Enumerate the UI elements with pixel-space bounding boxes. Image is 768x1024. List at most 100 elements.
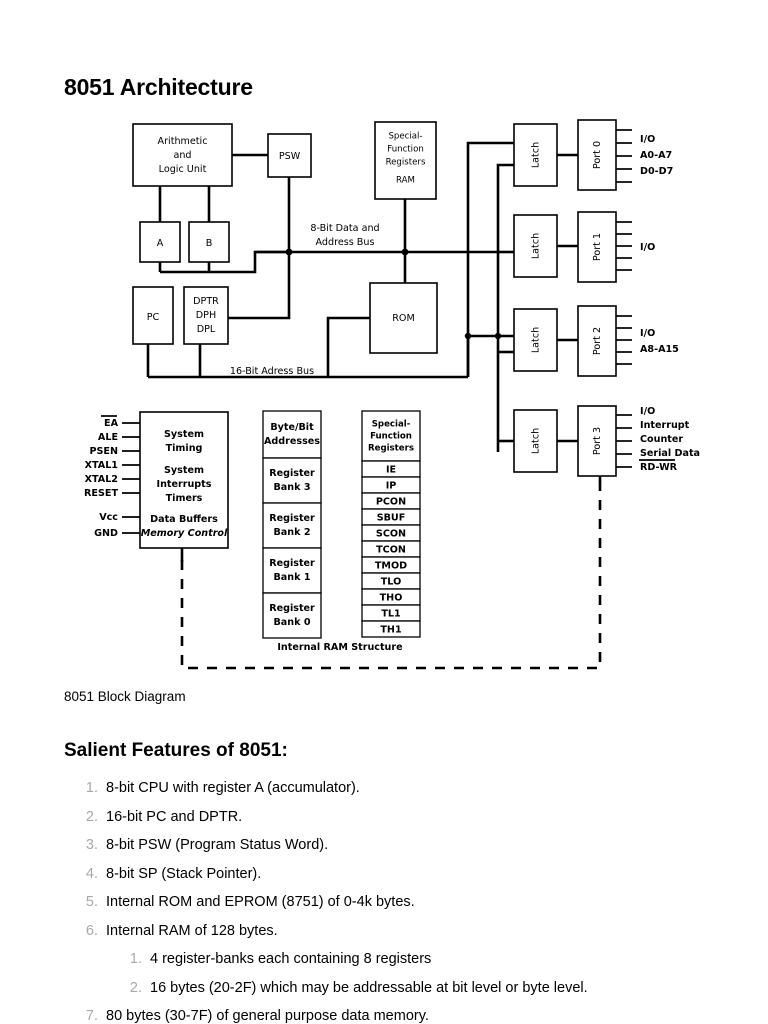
block-diagram: Arithmetic and Logic Unit PSW A B [84,119,700,670]
port-0-io-labels: I/O A0-A7 D0-D7 [640,134,673,177]
sfr-header-line2: Function [370,432,412,442]
system-line3: System [164,465,204,476]
block-latch-1: Latch [513,214,558,278]
sfr-reg-3: SBUF [377,513,406,524]
latch-3-label: Latch [531,428,542,454]
alu-label-line2: and [173,150,191,161]
pin-label-4: XTAL2 [85,474,118,485]
system-timing-pin-labels: EA ALE PSEN XTAL1 XTAL2 RESET Vcc GND [84,415,119,539]
system-line6: Data Buffers [150,514,218,525]
register-b-label: B [206,238,213,249]
system-line4: Interrupts [157,479,212,490]
sfr-reg-2: PCON [376,497,406,508]
block-system-timing: System Timing System Interrupts Timers D… [139,411,229,549]
bank-1-line2: Bank 1 [273,572,310,583]
port-2-label: Port 2 [592,327,603,355]
list-item: Internal RAM of 128 bytes. 4 register-ba… [102,923,704,996]
wire-dptr-bus [228,252,291,320]
byte-bit-line2: Addresses [264,436,320,447]
sfr-header-line3: Registers [368,444,414,454]
dptr-label-line3: DPL [197,324,216,335]
block-rom: ROM [369,282,438,354]
port1-pins [616,221,632,271]
port3-io-2: Counter [640,434,683,445]
junction-riser-outer [464,332,472,340]
block-alu: Arithmetic and Logic Unit [132,123,233,187]
register-a-label: A [157,238,164,249]
block-dptr: DPTR DPH DPL [183,286,229,345]
block-latch-2: Latch [513,308,558,372]
list-item: 16-bit PC and DPTR. [102,809,704,825]
latch-1-label: Latch [531,233,542,259]
block-register-b: B [188,221,230,263]
block-port-2: Port 2 [577,305,617,377]
sfr-reg-9: TL1 [381,609,401,620]
sub-list-item: 4 register-banks each containing 8 regis… [146,951,704,967]
sfr-reg-7: TLO [381,577,401,588]
sfr-reg-1: IP [386,481,397,492]
alu-label-line3: Logic Unit [159,164,207,175]
block-register-a: A [139,221,181,263]
block-latch-3: Latch [513,409,558,473]
junction-databus-psw [285,248,293,256]
block-sfr-ram: Special- Function Registers RAM [374,121,437,200]
pin-label-1: ALE [98,432,118,443]
sub-list-item-text: 4 register-banks each containing 8 regis… [150,951,432,967]
port0-io-1: A0-A7 [640,150,672,161]
port-2-io-labels: I/O A8-A15 [640,328,679,355]
sfr-reg-0: IE [386,465,396,476]
list-item: 8-bit CPU with register A (accumulator). [102,780,704,796]
port-3-label: Port 3 [592,427,603,455]
sfr-reg-4: SCON [376,529,406,540]
system-line2: Timing [166,443,203,454]
system-line7: Memory Control [141,528,228,539]
junction-databus-sfr [401,248,409,256]
latch-0-label: Latch [531,142,542,168]
features-ordered-list: 8-bit CPU with register A (accumulator).… [64,780,704,1024]
port3-io-3: Serial Data [640,448,700,459]
bank-2-line1: Register [269,513,315,524]
list-item: Internal ROM and EPROM (8751) of 0-4k by… [102,894,704,910]
port0-io-2: D0-D7 [640,166,673,177]
block-latch-0: Latch [513,123,558,187]
system-line5: Timers [166,493,203,504]
list-item-text: Internal RAM of 128 bytes. [106,922,278,939]
list-item-text: 16-bit PC and DPTR. [106,808,243,825]
dptr-label-line2: DPH [196,310,216,321]
port2-pins [616,315,632,365]
bank-0-line1: Register [269,603,315,614]
sfr-ram-line1: Special- [388,132,422,142]
port-3-io-labels: I/O Interrupt Counter Serial Data RD-WR [639,406,700,473]
sub-list-item: 16 bytes (20-2F) which may be addressabl… [146,980,704,996]
port-1-label: Port 1 [592,233,603,261]
ram-structure-sfr-list: Special- Function Registers IE IP PCON S… [361,410,421,638]
list-item-text: 8-bit CPU with register A (accumulator). [106,780,360,796]
pin-label-3: XTAL1 [85,460,119,471]
sfr-reg-10: TH1 [380,625,402,636]
page-title: 8051 Architecture [64,74,253,100]
block-port-1: Port 1 [577,211,617,283]
system-timing-pins [122,422,140,534]
alu-label-line1: Arithmetic [158,136,208,147]
port-1-io-labels: I/O [640,242,655,253]
list-item-text: 80 bytes (30-7F) of general purpose data… [106,1008,429,1024]
list-item-text: Internal ROM and EPROM (8751) of 0-4k by… [106,894,415,910]
features-list: 8-bit CPU with register A (accumulator).… [64,780,704,1024]
list-item: 80 bytes (30-7F) of general purpose data… [102,1008,704,1024]
diagram-wires [122,129,632,534]
latch-2-label: Latch [531,327,542,353]
port3-pins [616,414,632,468]
features-sub-list: 4 register-banks each containing 8 regis… [106,951,704,996]
sfr-reg-8: THO [380,593,403,604]
sfr-ram-line4: RAM [396,176,415,186]
pin-label-2: PSEN [89,446,118,457]
port-0-label: Port 0 [592,141,603,169]
port0-pins [616,129,632,183]
port3-io-1: Interrupt [640,420,690,431]
block-port-3: Port 3 [577,405,617,477]
list-item-text: 8-bit PSW (Program Status Word). [106,837,329,853]
bank-0-line2: Bank 0 [273,617,310,628]
block-psw: PSW [267,133,312,178]
sfr-ram-line2: Function [387,145,424,155]
